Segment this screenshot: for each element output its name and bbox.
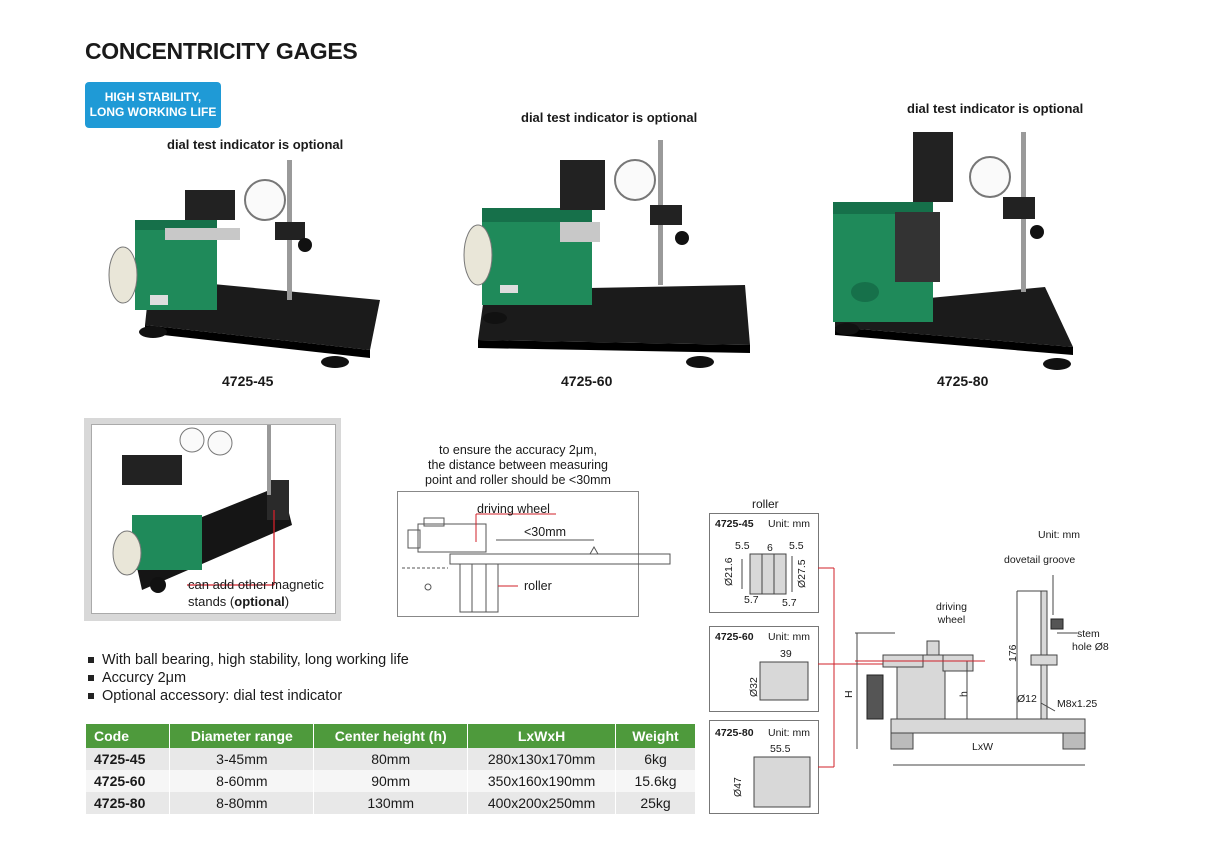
page-title: CONCENTRICITY GAGES [85,38,358,64]
magnetic-stand-note: can add other magnetic stands (optional) [188,576,324,610]
col-header-code: Code [86,724,171,748]
cell-size: 400x200x250mm [467,792,617,814]
roller-box-4725-45: 4725-45 Unit: mm 5.5 6 5.5 Ø21.6 Ø27.5 5… [709,513,819,613]
cell-weight: 15.6kg [615,770,696,792]
dim-big-h: H [843,690,855,698]
dim-small-h: h [958,691,970,697]
magnetic-note-line-1: can add other magnetic [188,577,324,592]
cell-size: 280x130x170mm [467,748,617,770]
dim-d21-6: Ø21.6 [723,557,735,586]
col-header-diameter: Diameter range [169,724,315,748]
magnetic-note-line-2: stands (optional) [188,594,290,609]
cell-diameter: 3-45mm [169,748,315,770]
roller-box-unit: Unit: mm [768,631,810,643]
col-header-center-height: Center height (h) [313,724,469,748]
cell-center-height: 130mm [313,792,469,814]
product-image-4725-60 [463,140,750,368]
cell-weight: 6kg [615,748,696,770]
driving-wheel-dim-label: driving wheel [936,601,967,626]
roller-box-unit: Unit: mm [768,518,810,530]
dovetail-label: dovetail groove [1004,554,1076,566]
thread-label: M8x1.25 [1057,698,1098,710]
accuracy-note: to ensure the accuracy 2μm, the distance… [398,443,638,488]
roller-box-unit: Unit: mm [768,727,810,739]
cell-diameter: 8-60mm [169,770,315,792]
accuracy-schematic: driving wheel <30mm roller [397,491,671,617]
table-header-row: Code Diameter range Center height (h) Lx… [86,724,696,748]
cell-code: 4725-45 [86,748,171,770]
roller-drawing-4725-45 [741,553,793,595]
magnetic-stand-photo [91,424,336,614]
optional-note-4725-80: dial test indicator is optional [907,101,1084,116]
roller-box-4725-80: 4725-80 Unit: mm 55.5 Ø47 [709,720,819,814]
stem-hole-label: stem hole Ø8 [1072,628,1109,653]
table-row: 4725-80 8-80mm 130mm 400x200x250mm 25kg [86,792,696,814]
model-label-4725-45: 4725-45 [222,373,274,389]
dim-5-7-right: 5.7 [782,597,797,609]
optional-emphasis: optional [234,594,285,609]
accuracy-schematic-drawing [402,513,671,613]
model-label-4725-80: 4725-80 [937,373,989,389]
cell-diameter: 8-80mm [169,792,315,814]
dim-d32: Ø32 [748,677,760,697]
col-header-size: LxWxH [467,724,617,748]
col-header-weight: Weight [615,724,696,748]
cell-center-height: 90mm [313,770,469,792]
accuracy-note-line-2: the distance between measuring [428,458,608,472]
dim-d27-5: Ø27.5 [796,559,808,588]
dim-5-5-right: 5.5 [789,540,804,552]
dim-d12: Ø12 [1017,693,1037,705]
dim-6: 6 [767,542,773,554]
product-image-4725-80 [833,132,1073,370]
driving-wheel-label: driving wheel [477,502,550,516]
cell-code: 4725-80 [86,792,171,814]
drawing-unit: Unit: mm [1038,529,1080,541]
dim-5-5-left: 5.5 [735,540,750,552]
roller-drawing-4725-60 [759,661,809,701]
magnetic-stand-illustration [112,425,292,593]
optional-note-4725-45: dial test indicator is optional [167,137,344,152]
table-row: 4725-45 3-45mm 80mm 280x130x170mm 6kg [86,748,696,770]
dimension-drawing [855,575,1086,766]
dim-lxw: LxW [972,741,993,753]
roller-section-title: roller [752,497,779,511]
feature-item: Optional accessory: dial test indicator [88,687,409,705]
feature-item: With ball bearing, high stability, long … [88,651,409,669]
distance-label: <30mm [524,525,567,539]
model-label-4725-60: 4725-60 [561,373,613,389]
optional-note-4725-60: dial test indicator is optional [521,110,698,125]
roller-box-4725-60: 4725-60 Unit: mm 39 Ø32 [709,626,819,712]
feature-item: Accurcy 2μm [88,669,409,687]
badge-line-2: LONG WORKING LIFE [89,105,217,119]
cell-size: 350x160x190mm [467,770,617,792]
feature-badge: HIGH STABILITY, LONG WORKING LIFE [85,82,221,128]
dim-d47: Ø47 [732,777,744,797]
cell-weight: 25kg [615,792,696,814]
spec-table: Code Diameter range Center height (h) Lx… [86,724,696,814]
dim-55-5: 55.5 [770,743,791,755]
roller-box-model: 4725-45 [715,518,754,530]
product-image-4725-45 [108,160,380,368]
roller-connector-lines [818,567,883,768]
roller-label: roller [524,579,552,593]
dim-39: 39 [780,648,792,660]
accuracy-note-line-1: to ensure the accuracy 2μm, [439,443,597,457]
roller-box-model: 4725-80 [715,727,754,739]
callout-line [187,510,275,586]
cell-center-height: 80mm [313,748,469,770]
roller-drawing-4725-80 [753,756,811,808]
badge-line-1: HIGH STABILITY, [104,90,202,104]
dim-5-7-left: 5.7 [744,594,759,606]
accuracy-note-line-3: point and roller should be <30mm [425,473,611,487]
feature-list: With ball bearing, high stability, long … [88,651,409,705]
table-row: 4725-60 8-60mm 90mm 350x160x190mm 15.6kg [86,770,696,792]
roller-box-model: 4725-60 [715,631,754,643]
dim-176: 176 [1007,644,1019,662]
cell-code: 4725-60 [86,770,171,792]
